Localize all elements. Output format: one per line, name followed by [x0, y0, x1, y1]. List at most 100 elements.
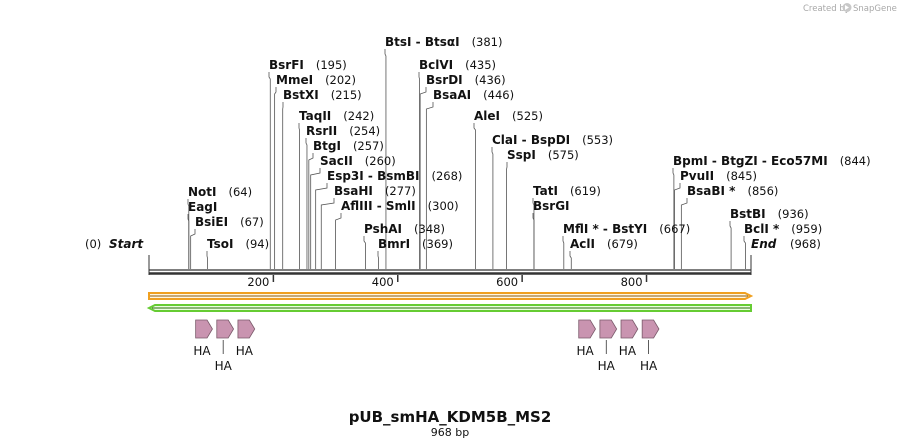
enzyme-site-label: PshAI(348) [364, 222, 445, 236]
enzyme-site-label: Esp3I - BsmBI(268) [327, 169, 462, 183]
enzyme-name: BsrDI [426, 73, 463, 87]
ha-tag-label: HA [236, 344, 254, 358]
enzyme-connector [320, 198, 335, 269]
enzyme-connector [187, 214, 190, 269]
enzyme-connector [274, 87, 277, 269]
enzyme-site-label: BstBI(936) [730, 207, 809, 221]
enzyme-connector-lines [187, 49, 746, 269]
enzyme-connector [310, 168, 321, 269]
ha-tag-arrow [620, 319, 639, 339]
enzyme-name: AflIII - SmlI [341, 199, 416, 213]
enzyme-site-label: AflIII - SmlI(300) [341, 199, 459, 213]
ha-tag-arrow [599, 319, 618, 339]
enzyme-connector [562, 236, 565, 269]
enzyme-position: (446) [483, 88, 514, 102]
enzyme-site-label: TaqII (242) [299, 109, 374, 123]
enzyme-name: TatI [533, 184, 558, 198]
ha-tag-arrow [216, 319, 235, 339]
end-label: End [751, 237, 777, 251]
enzyme-name: MmeI [276, 73, 313, 87]
start-pos: (0) [85, 237, 101, 251]
enzyme-name: PvuII [680, 169, 714, 183]
enzyme-position: (525) [512, 109, 543, 123]
enzyme-name: BsiEI [195, 215, 228, 229]
enzyme-connector [569, 251, 572, 269]
enzyme-site-label: PvuII(845) [680, 169, 757, 183]
enzyme-connector [308, 153, 314, 269]
enzyme-connector [680, 198, 688, 269]
enzyme-connector [743, 236, 746, 269]
enzyme-site-label: EagI [188, 200, 217, 214]
enzyme-site-label: SacII(260) [320, 154, 396, 168]
enzyme-name: BtgI [313, 139, 341, 153]
enzyme-site-label: RsrII (254) [306, 124, 380, 138]
enzyme-site-label: ClaI - BspDI(553) [492, 133, 613, 147]
snapgene-logo-icon [842, 3, 852, 12]
enzyme-connector [315, 183, 328, 269]
enzyme-site-label: BmrI(369) [378, 237, 453, 251]
enzyme-connector [674, 183, 681, 269]
enzyme-name: NotI [188, 185, 217, 199]
enzyme-name: BstXI [283, 88, 319, 102]
enzyme-connector [532, 213, 535, 269]
enzyme-position: (64) [229, 185, 253, 199]
enzyme-position: (619) [570, 184, 601, 198]
enzyme-position: (67) [240, 215, 264, 229]
enzyme-connector [419, 87, 427, 269]
enzyme-name: AclI [570, 237, 595, 251]
enzyme-position: (260) [365, 154, 396, 168]
enzyme-position: (667) [659, 222, 690, 236]
enzyme-position: (277) [385, 184, 416, 198]
enzyme-site-label: BsiEI (67) [195, 215, 264, 229]
enzyme-connector [190, 229, 196, 269]
enzyme-name: BstBI [730, 207, 766, 221]
enzyme-name: BsrGI [533, 199, 570, 213]
enzyme-position: (348) [414, 222, 445, 236]
enzyme-name: BsrFI [269, 58, 304, 72]
enzyme-name: BpmI - BtgZI - Eco57MI [673, 154, 828, 168]
start-marker: (0) Start [85, 237, 144, 251]
enzyme-position: (215) [331, 88, 362, 102]
ha-tag-arrow [195, 319, 213, 339]
enzyme-position: (436) [475, 73, 506, 87]
enzyme-name: BtsI - BtsαI [385, 35, 460, 49]
enzyme-site-label: BsrGI [533, 199, 570, 213]
end-marker: End (968) [751, 237, 821, 251]
enzyme-position: (94) [245, 237, 269, 251]
enzyme-name: TaqII [299, 109, 331, 123]
enzyme-connector [418, 72, 420, 269]
enzyme-name: RsrII [306, 124, 337, 138]
restriction-site-labels: NotI(64)EagIBsiEI(67)TsoI(94)BsrFI(195)M… [188, 35, 871, 251]
enzyme-position: (242) [343, 109, 374, 123]
enzyme-site-label: TatI (619) [533, 184, 601, 198]
enzyme-position: (257) [353, 139, 384, 153]
enzyme-connector [335, 213, 342, 269]
enzyme-position: (381) [472, 35, 503, 49]
enzyme-name: ClaI - BspDI [492, 133, 570, 147]
enzyme-name: BclVI [419, 58, 453, 72]
plasmid-name: pUB_smHA_KDM5B_MS2 [349, 408, 552, 426]
enzyme-connector [729, 221, 732, 269]
enzyme-position: (959) [791, 222, 822, 236]
enzyme-position: (254) [349, 124, 380, 138]
enzyme-name: EagI [188, 200, 217, 214]
enzyme-site-label: BclVI(435) [419, 58, 496, 72]
ha-tag-label: HA [619, 344, 637, 358]
enzyme-site-label: MflI * - BstYI(667) [563, 222, 690, 236]
enzyme-site-label: BsaAI(446) [433, 88, 514, 102]
enzyme-site-label: BtsI - BtsαI (381) [385, 35, 503, 49]
enzyme-connector [473, 123, 476, 269]
enzyme-site-label: AleI (525) [474, 109, 543, 123]
enzyme-site-label: BsaHI (277) [334, 184, 416, 198]
enzyme-site-label: BsrFI(195) [269, 58, 347, 72]
ruler-tick-label: 600 [496, 275, 518, 289]
enzyme-site-label: BstXI (215) [283, 88, 362, 102]
ha-tag-label: HA [577, 344, 595, 358]
ha-tag-label: HA [640, 359, 658, 373]
ruler-tick-label: 800 [621, 275, 643, 289]
enzyme-name: AleI [474, 109, 500, 123]
enzyme-name: BsaHI [334, 184, 373, 198]
end-pos: (968) [790, 237, 821, 251]
